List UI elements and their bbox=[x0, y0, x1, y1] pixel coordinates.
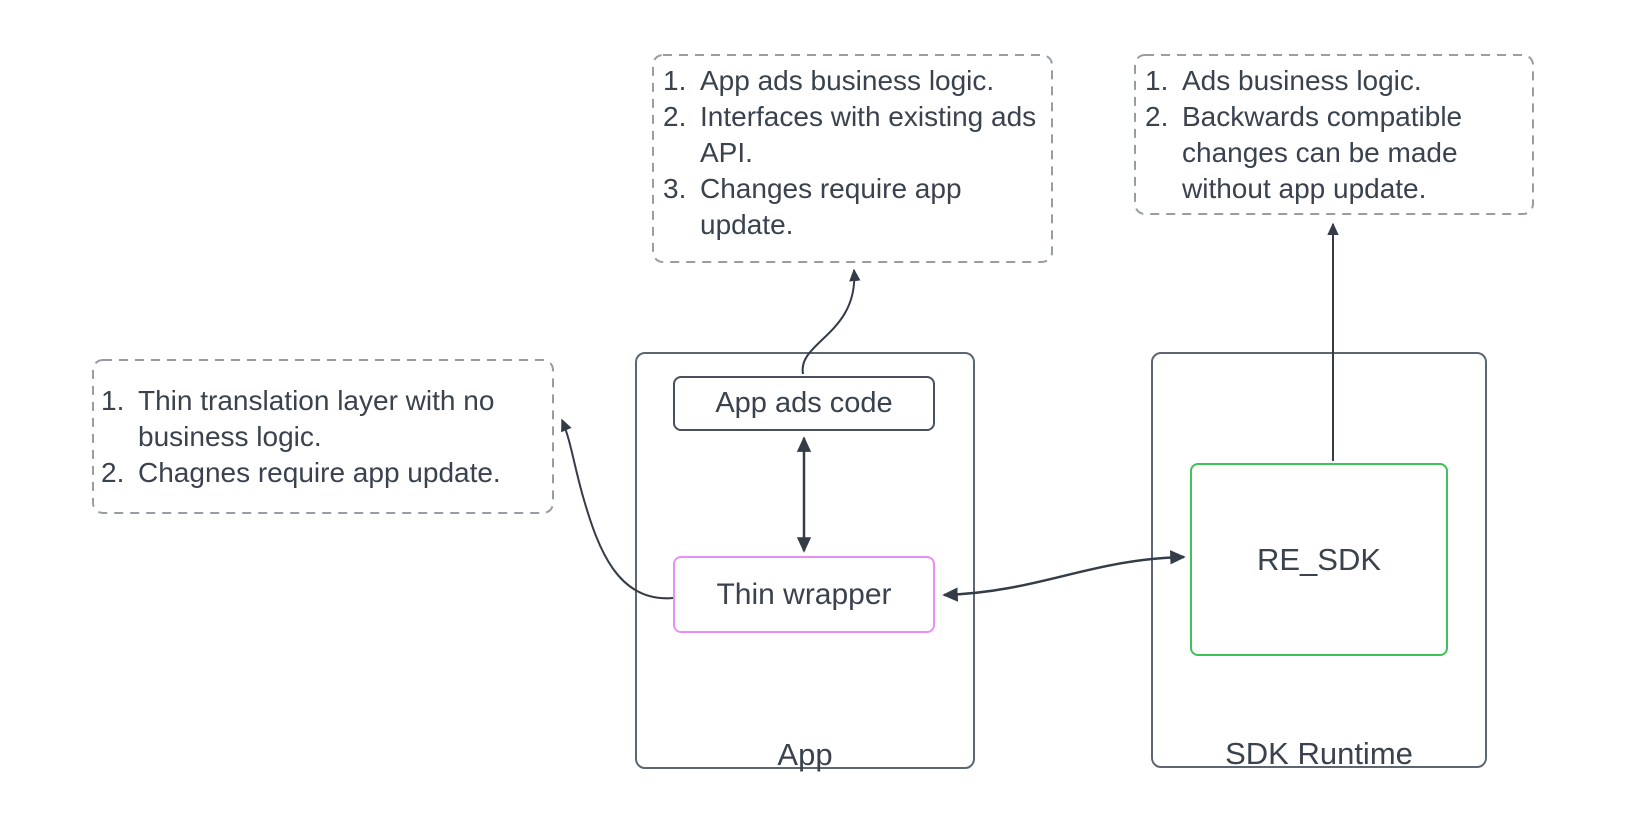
note-item: 1. Ads business logic. bbox=[1145, 63, 1523, 99]
app-container-label: App bbox=[777, 737, 833, 772]
note-item-text: Ads business logic. bbox=[1182, 64, 1422, 96]
note-item-number: 2. bbox=[101, 456, 125, 488]
note-item: 2. Chagnes require app update. bbox=[101, 455, 543, 491]
note-item-number: 1. bbox=[101, 384, 125, 416]
thin-wrapper-label: Thin wrapper bbox=[716, 577, 892, 611]
note-item: 3. Changes require app update. bbox=[663, 171, 1042, 243]
note-item-text: App ads business logic. bbox=[700, 65, 995, 96]
note-item: 2. Interfaces with existing ads API. bbox=[663, 99, 1042, 171]
note-item-text: Interfaces with existing ads API. bbox=[700, 101, 1037, 168]
app-ads-code-node: App ads code bbox=[673, 376, 935, 431]
note-item-text: Chagnes require app update. bbox=[138, 456, 501, 488]
note-item-number: 1. bbox=[1145, 64, 1169, 96]
re-sdk-node: RE_SDK bbox=[1190, 463, 1448, 656]
note-item-text: Backwards compatible changes can be made… bbox=[1182, 100, 1463, 204]
arrow-thin-wrapper-re-sdk bbox=[942, 550, 1186, 602]
note-item-number: 2. bbox=[663, 101, 687, 132]
note-item-text: Changes require app update. bbox=[700, 173, 962, 240]
re-sdk-label: RE_SDK bbox=[1256, 541, 1382, 577]
app-ads-code-label: App ads code bbox=[715, 387, 893, 419]
note-item: 2. Backwards compatible changes can be m… bbox=[1145, 99, 1523, 207]
note-thin-wrapper: 1. Thin translation layer with no busine… bbox=[93, 360, 553, 513]
thin-wrapper-node: Thin wrapper bbox=[673, 556, 935, 633]
note-item-number: 2. bbox=[1145, 100, 1169, 132]
note-item-text: Thin translation layer with no business … bbox=[138, 384, 495, 452]
sdk-runtime-container-label: SDK Runtime bbox=[1225, 736, 1413, 771]
note-item-number: 1. bbox=[663, 65, 687, 96]
note-app-ads-code: 1. App ads business logic. 2. Interfaces… bbox=[653, 55, 1052, 262]
note-item-number: 3. bbox=[663, 173, 687, 204]
note-item: 1. App ads business logic. bbox=[663, 63, 1042, 99]
note-re-sdk: 1. Ads business logic. 2. Backwards comp… bbox=[1135, 55, 1533, 214]
note-item: 1. Thin translation layer with no busine… bbox=[101, 383, 543, 455]
